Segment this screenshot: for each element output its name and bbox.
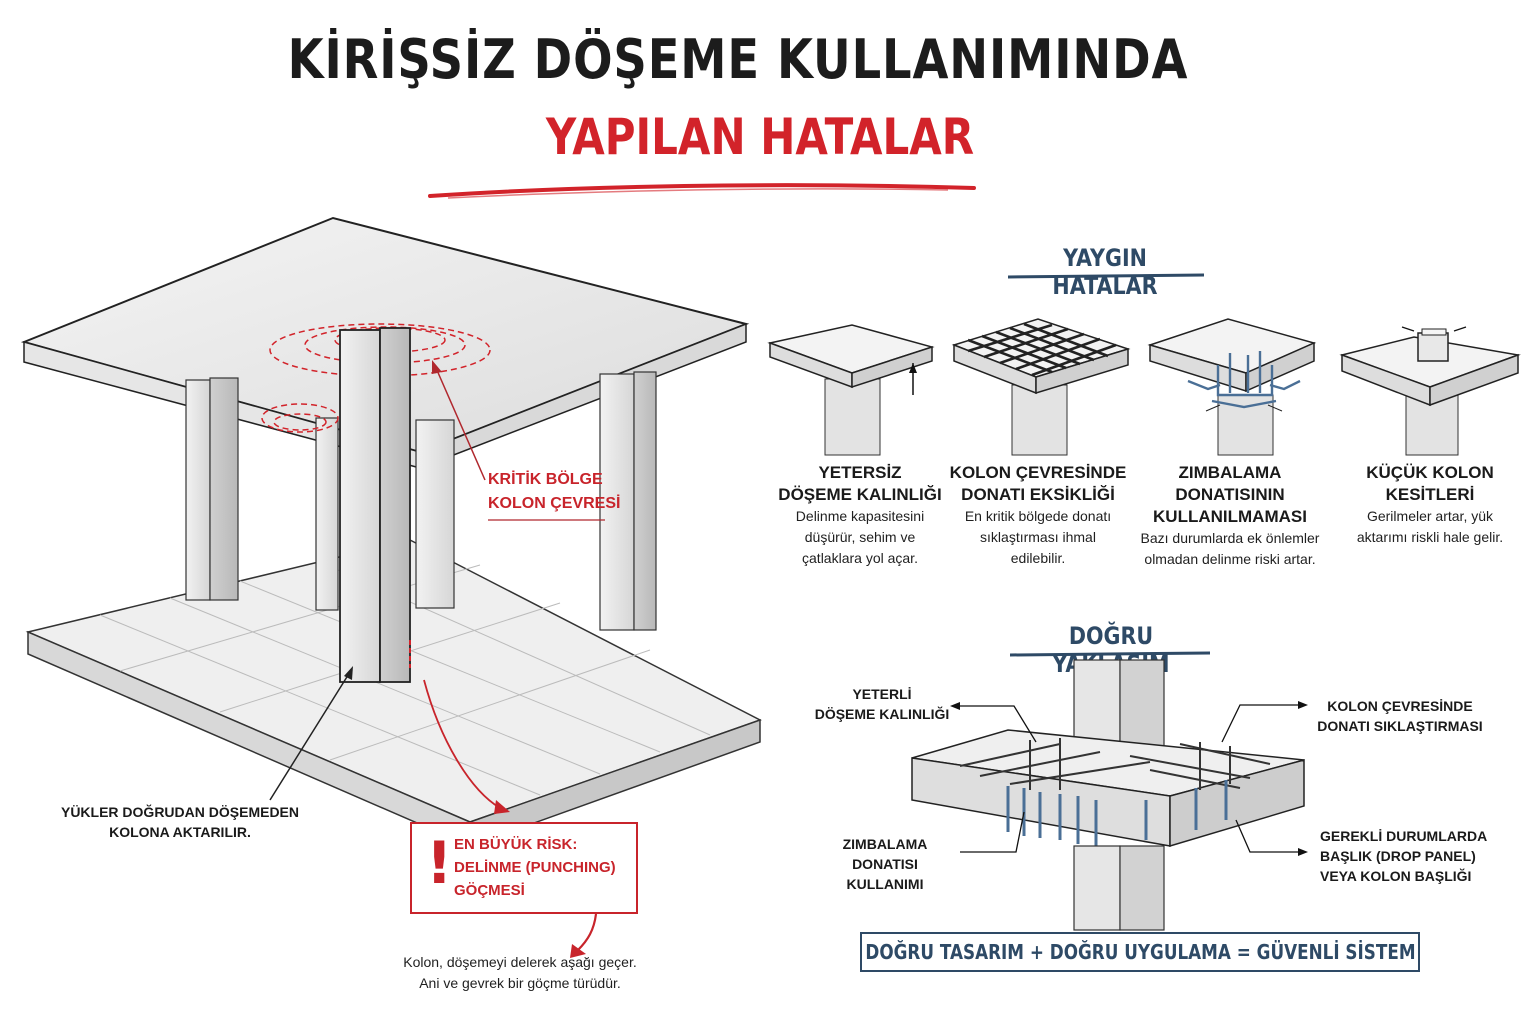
punching-rebar-label: ZIMBALAMA DONATISI KULLANIMI bbox=[810, 834, 960, 894]
page-subtitle: YAPILAN HATALAR bbox=[545, 108, 975, 166]
mistake-2-title: KOLON ÇEVRESİNDE DONATI EKSİKLİĞİ bbox=[948, 462, 1128, 506]
critical-zone-line2: KOLON ÇEVRESİ bbox=[488, 495, 621, 512]
drop-panel-label: GEREKLİ DURUMLARDA BAŞLIK (DROP PANEL) V… bbox=[1320, 826, 1500, 886]
mistake-1-desc-line3: çatlaklara yol açar. bbox=[802, 550, 918, 566]
load-transfer-line2: KOLONA AKTARILIR. bbox=[109, 824, 251, 840]
mistake-3-title-line2: KULLANILMAMASI bbox=[1153, 507, 1307, 526]
punching-rebar-line2: KULLANIMI bbox=[846, 876, 924, 892]
mistake-2-desc-line1: En kritik bölgede donatı bbox=[964, 508, 1112, 524]
risk-desc-line1: Kolon, döşemeyi delerek aşağı geçer. bbox=[403, 954, 637, 970]
mistake-4-desc-line2: aktarımı riskli hale gelir. bbox=[1356, 529, 1504, 545]
rebar-density-line1: KOLON ÇEVRESİNDE bbox=[1327, 698, 1473, 714]
formula-text: DOĞRU TASARIM + DOĞRU UYGULAMA = GÜVENLİ… bbox=[864, 940, 1416, 964]
mistake-1-desc: Delinme kapasitesini düşürür, sehim ve ç… bbox=[770, 506, 950, 569]
mistake-card-4: KÜÇÜK KOLON KESİTLERİ Gerilmeler artar, … bbox=[1340, 462, 1520, 548]
risk-line3: GÖÇMESİ bbox=[454, 882, 525, 899]
page-title: KİRİŞSİZ DÖŞEME KULLANIMINDA bbox=[287, 28, 1189, 91]
mistake-2-desc-line3: edilebilir. bbox=[1010, 550, 1066, 566]
mistake-3-desc: Bazı durumlarda ek önlemler olmadan deli… bbox=[1130, 528, 1330, 570]
slab-thickness-line1: YETERLİ bbox=[852, 686, 912, 702]
mistake-3-desc-line2: olmadan delinme riski artar. bbox=[1144, 551, 1316, 567]
mistake-1-desc-line2: düşürür, sehim ve bbox=[804, 529, 916, 545]
mistake-2-desc: En kritik bölgede donatı sıklaştırması i… bbox=[948, 506, 1128, 569]
floor-grid-lines bbox=[99, 561, 711, 796]
mistake-card-1: YETERSİZ DÖŞEME KALINLIĞI Delinme kapasi… bbox=[770, 462, 950, 569]
mistake-illustrations bbox=[767, 318, 1521, 456]
flat-slab-structure-illustration bbox=[20, 216, 762, 958]
punching-rebar-line1: ZIMBALAMA DONATISI bbox=[842, 836, 928, 872]
critical-zone-label: KRİTİK BÖLGE KOLON ÇEVRESİ bbox=[488, 468, 620, 516]
load-transfer-line1: YÜKLER DOĞRUDAN DÖŞEMEDEN bbox=[60, 804, 299, 820]
slab-thickness-label: YETERLİ DÖŞEME KALINLIĞI bbox=[800, 684, 964, 724]
correct-slab-illustration bbox=[911, 659, 1305, 931]
risk-line1: EN BÜYÜK RİSK: bbox=[454, 836, 578, 853]
correct-approach-underline bbox=[1009, 651, 1211, 657]
rebar-density-label: KOLON ÇEVRESİNDE DONATI SIKLAŞTIRMASI bbox=[1310, 696, 1490, 736]
drop-panel-line1: GEREKLİ DURUMLARDA bbox=[1320, 828, 1488, 844]
punching-stirrups-illustration bbox=[1147, 318, 1317, 456]
mistake-2-title-line1: KOLON ÇEVRESİNDE bbox=[949, 463, 1127, 482]
mistake-2-title-line2: DONATI EKSİKLİĞİ bbox=[961, 485, 1115, 504]
risk-desc-line2: Ani ve gevrek bir göçme türüdür. bbox=[419, 975, 621, 991]
mistake-4-desc: Gerilmeler artar, yük aktarımı riskli ha… bbox=[1340, 506, 1520, 548]
mistake-4-title-line2: KESİTLERİ bbox=[1385, 485, 1475, 504]
mistake-1-title-line2: DÖŞEME KALINLIĞI bbox=[778, 485, 942, 504]
risk-text: EN BÜYÜK RİSK: DELİNME (PUNCHING) GÖÇMES… bbox=[454, 833, 639, 902]
rebar-grid-illustration bbox=[951, 318, 1131, 456]
risk-description: Kolon, döşemeyi delerek aşağı geçer. Ani… bbox=[370, 952, 670, 994]
mistake-1-title-line1: YETERSİZ bbox=[818, 463, 902, 482]
mistake-2-desc-line2: sıklaştırması ihmal bbox=[980, 529, 1096, 545]
mistake-3-desc-line1: Bazı durumlarda ek önlemler bbox=[1140, 530, 1320, 546]
common-mistakes-underline bbox=[1007, 273, 1205, 279]
biggest-risk-callout: ! EN BÜYÜK RİSK: DELİNME (PUNCHING) GÖÇM… bbox=[410, 822, 638, 914]
load-transfer-label: YÜKLER DOĞRUDAN DÖŞEMEDEN KOLONA AKTARIL… bbox=[40, 802, 320, 842]
drop-panel-line2: BAŞLIK (DROP PANEL) bbox=[1320, 848, 1476, 864]
mistake-1-desc-line1: Delinme kapasitesini bbox=[795, 508, 925, 524]
mistake-4-desc-line1: Gerilmeler artar, yük bbox=[1366, 508, 1494, 524]
drop-panel-line3: VEYA KOLON BAŞLIĞI bbox=[1320, 868, 1472, 884]
title-underline bbox=[428, 183, 976, 199]
critical-zone-line1: KRİTİK BÖLGE bbox=[488, 471, 603, 488]
mistake-card-3: ZIMBALAMA DONATISININ KULLANILMAMASI Baz… bbox=[1130, 462, 1330, 570]
mistake-3-title: ZIMBALAMA DONATISININ KULLANILMAMASI bbox=[1130, 462, 1330, 528]
rebar-density-line2: DONATI SIKLAŞTIRMASI bbox=[1317, 718, 1483, 734]
mistake-3-title-line1: ZIMBALAMA DONATISININ bbox=[1175, 463, 1285, 504]
mistake-card-2: KOLON ÇEVRESİNDE DONATI EKSİKLİĞİ En kri… bbox=[948, 462, 1128, 569]
mistake-4-title: KÜÇÜK KOLON KESİTLERİ bbox=[1340, 462, 1520, 506]
formula-box: DOĞRU TASARIM + DOĞRU UYGULAMA = GÜVENLİ… bbox=[860, 932, 1420, 972]
small-column-illustration bbox=[1339, 326, 1521, 456]
slab-thickness-line2: DÖŞEME KALINLIĞI bbox=[814, 706, 950, 722]
mistake-1-title: YETERSİZ DÖŞEME KALINLIĞI bbox=[770, 462, 950, 506]
thin-slab-illustration bbox=[767, 324, 935, 456]
risk-line2: DELİNME (PUNCHING) bbox=[454, 859, 616, 876]
mistake-4-title-line1: KÜÇÜK KOLON bbox=[1366, 463, 1494, 482]
exclamation-icon: ! bbox=[426, 829, 453, 897]
